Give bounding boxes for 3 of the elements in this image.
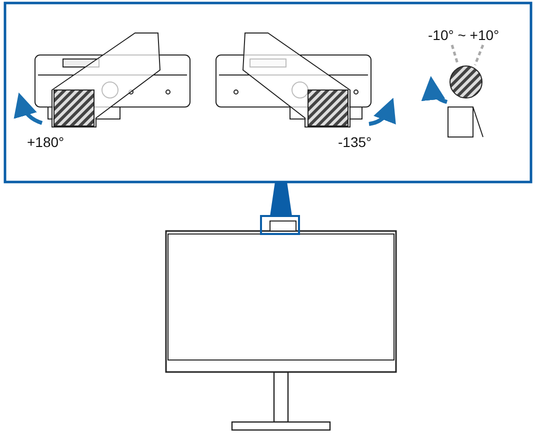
- angle-label: -135°: [338, 134, 372, 150]
- angle-label: +180°: [27, 134, 64, 150]
- tilt-range-label: -10° ~ +10°: [428, 27, 500, 43]
